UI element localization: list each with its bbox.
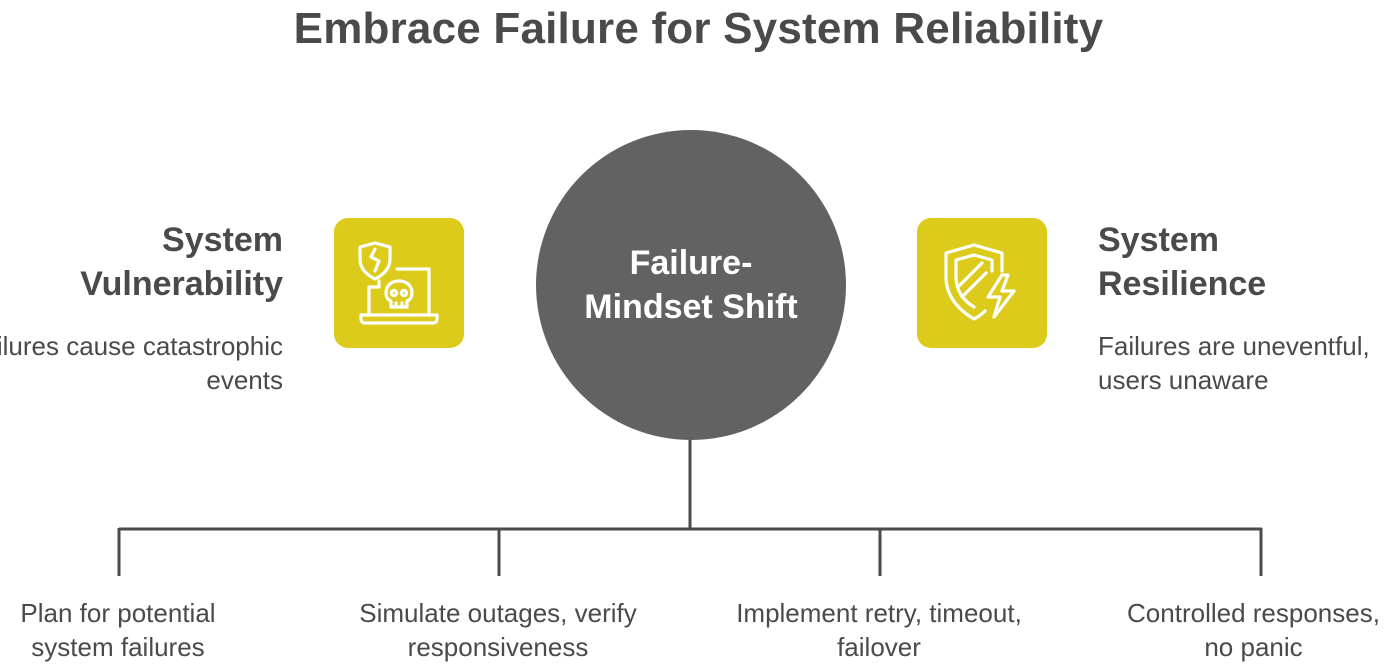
cracked-shield-skull-laptop-icon <box>358 241 439 325</box>
right-heading: System Resilience <box>1098 221 1267 303</box>
diagram-title: Embrace Failure for System Reliability <box>293 4 1104 53</box>
left-heading: System Vulnerability <box>80 221 283 303</box>
shield-lightning-icon <box>944 243 1016 321</box>
branch-label-4: Controlled responses, no panic <box>1127 598 1380 662</box>
vulnerability-icon-box <box>334 218 464 348</box>
branch-label-2: Simulate outages, verify responsiveness <box>359 598 637 662</box>
branch-label-3: Implement retry, timeout, failover <box>736 598 1022 662</box>
central-concept-circle: Failure-Mindset Shift <box>536 130 846 440</box>
right-description: Failures are uneventful, users unaware <box>1098 331 1370 395</box>
central-concept-label: Failure-Mindset Shift <box>584 244 798 326</box>
left-description: Failures cause catastrophic events <box>0 331 283 395</box>
resilience-icon-box <box>917 218 1047 348</box>
branch-label-1: Plan for potential system failures <box>20 598 216 662</box>
